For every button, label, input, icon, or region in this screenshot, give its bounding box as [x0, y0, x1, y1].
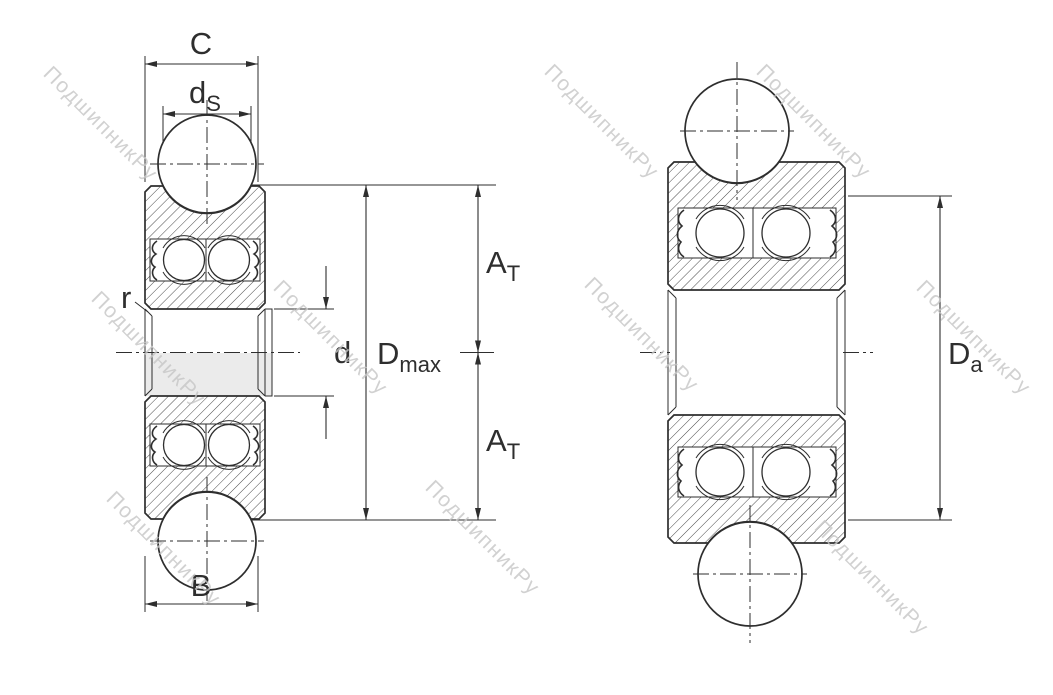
dimension-d: d — [274, 266, 351, 439]
bearing-internals — [149, 235, 261, 285]
dimension-label-ds: dS — [189, 75, 221, 116]
raceway-arc — [695, 204, 811, 262]
dimension-c: C — [144, 26, 259, 182]
dimension-da: Da — [848, 195, 983, 521]
dimension-label-da: Da — [948, 336, 983, 377]
ball — [207, 238, 251, 282]
raceway-arc — [162, 235, 251, 285]
ball — [695, 208, 745, 258]
ball — [761, 208, 811, 258]
bearing-internals-mirror — [676, 443, 838, 501]
dimension-label-dmax: Dmax — [377, 336, 441, 377]
dimension-label-at-lower: AT — [486, 423, 520, 464]
dimension-label-r: r — [121, 280, 131, 315]
dimension-dmax: Dmax — [252, 184, 496, 521]
dimension-label-c: C — [190, 26, 212, 61]
dimension-label-b: B — [191, 568, 212, 603]
dimension-b: B — [144, 556, 259, 612]
extension-lines-c — [144, 56, 259, 182]
leader-line-r — [134, 301, 149, 313]
dimension-label-d: d — [334, 335, 351, 370]
centerline — [116, 100, 300, 605]
bearing-internals — [676, 204, 838, 262]
seal-profile — [150, 240, 158, 281]
seal-profile — [252, 240, 260, 281]
centerline — [640, 62, 873, 643]
ball — [162, 238, 206, 282]
dimension-ds: dS — [162, 75, 252, 142]
bore-edge-lines — [667, 289, 846, 416]
dimension-label-at-upper: AT — [486, 245, 520, 286]
extension-lines-da — [848, 195, 952, 521]
shaft-section-fill — [145, 353, 272, 396]
seal-profile — [829, 209, 838, 258]
right-view-section — [640, 62, 873, 643]
extension-lines-dmax — [252, 184, 496, 521]
bearing-internals-mirror — [149, 419, 261, 471]
dimension-at: AT AT — [460, 185, 520, 520]
left-view-section — [116, 100, 300, 605]
seal-profile — [676, 209, 685, 258]
dimension-r: r — [121, 280, 149, 315]
